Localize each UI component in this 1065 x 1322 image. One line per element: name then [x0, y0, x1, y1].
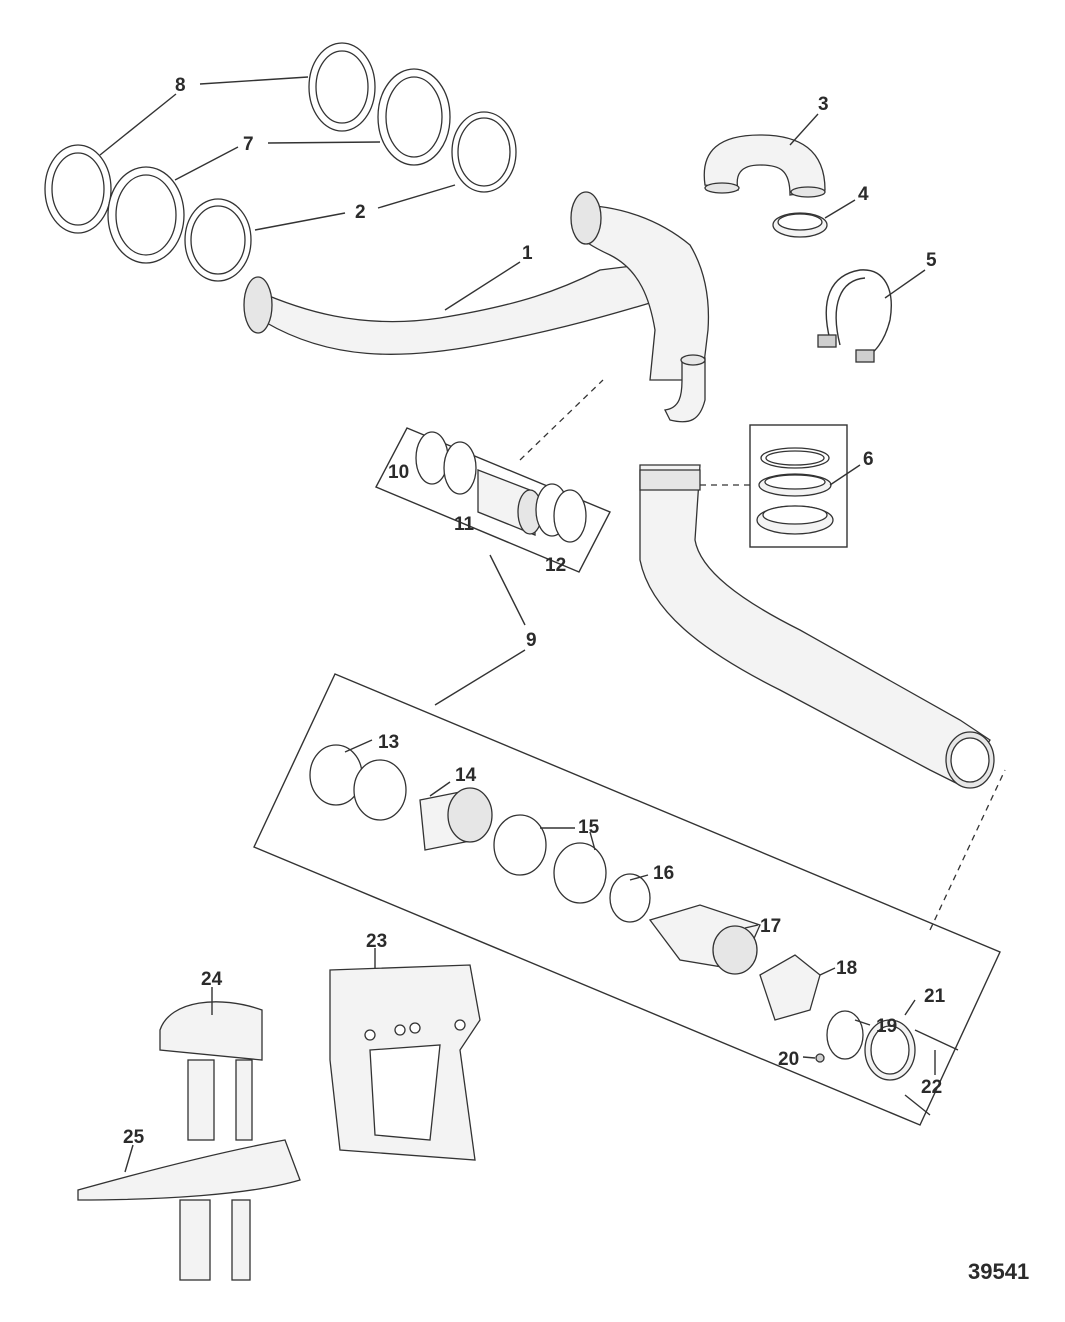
- callout-3: 3: [818, 94, 829, 115]
- outlet-fitting-25: [77, 1139, 301, 1281]
- callout-16: 16: [653, 863, 674, 884]
- callout-12: 12: [545, 555, 566, 576]
- outlet-fitting-24: [159, 1001, 263, 1141]
- box-9-exhaust-outlet-kit: [253, 673, 1006, 1126]
- mounting-bracket: [329, 964, 481, 1161]
- callout-5: 5: [926, 250, 937, 271]
- leader-lines: [99, 76, 936, 1173]
- callout-20: 20: [778, 1049, 799, 1070]
- box-9-coupler-kit: [375, 379, 611, 573]
- callout-18: 18: [836, 958, 857, 979]
- callout-14: 14: [455, 765, 477, 786]
- callout-17: 17: [760, 916, 781, 937]
- elbow-hose: [703, 134, 826, 198]
- small-clamp: [772, 212, 828, 238]
- callout-22: 22: [921, 1077, 942, 1098]
- callout-2: 2: [355, 202, 366, 223]
- callout-9: 9: [526, 630, 537, 651]
- callout-10: 10: [388, 462, 409, 483]
- callout-4: 4: [858, 184, 869, 205]
- callout-23: 23: [366, 931, 387, 952]
- box-6-seals: [700, 424, 848, 548]
- exhaust-y-pipe: [243, 191, 995, 789]
- gasket-rings-group: [44, 42, 517, 282]
- callout-19: 19: [876, 1016, 897, 1037]
- callout-8: 8: [175, 75, 186, 96]
- callout-6: 6: [863, 449, 874, 470]
- callout-11: 11: [454, 514, 475, 535]
- callout-13: 13: [378, 732, 399, 753]
- callout-15: 15: [578, 817, 600, 838]
- callout-7: 7: [243, 134, 254, 155]
- callout-24: 24: [201, 969, 223, 990]
- callout-21: 21: [924, 986, 946, 1007]
- figure-number: 39541: [968, 1259, 1029, 1284]
- v-band-clamp: [817, 269, 892, 363]
- callout-25: 25: [123, 1127, 145, 1148]
- callout-1: 1: [522, 243, 533, 264]
- callout-labels: 1 2 3 4 5 6 7 8 9 10 11 12 13 14 15 16 1…: [123, 75, 1029, 1284]
